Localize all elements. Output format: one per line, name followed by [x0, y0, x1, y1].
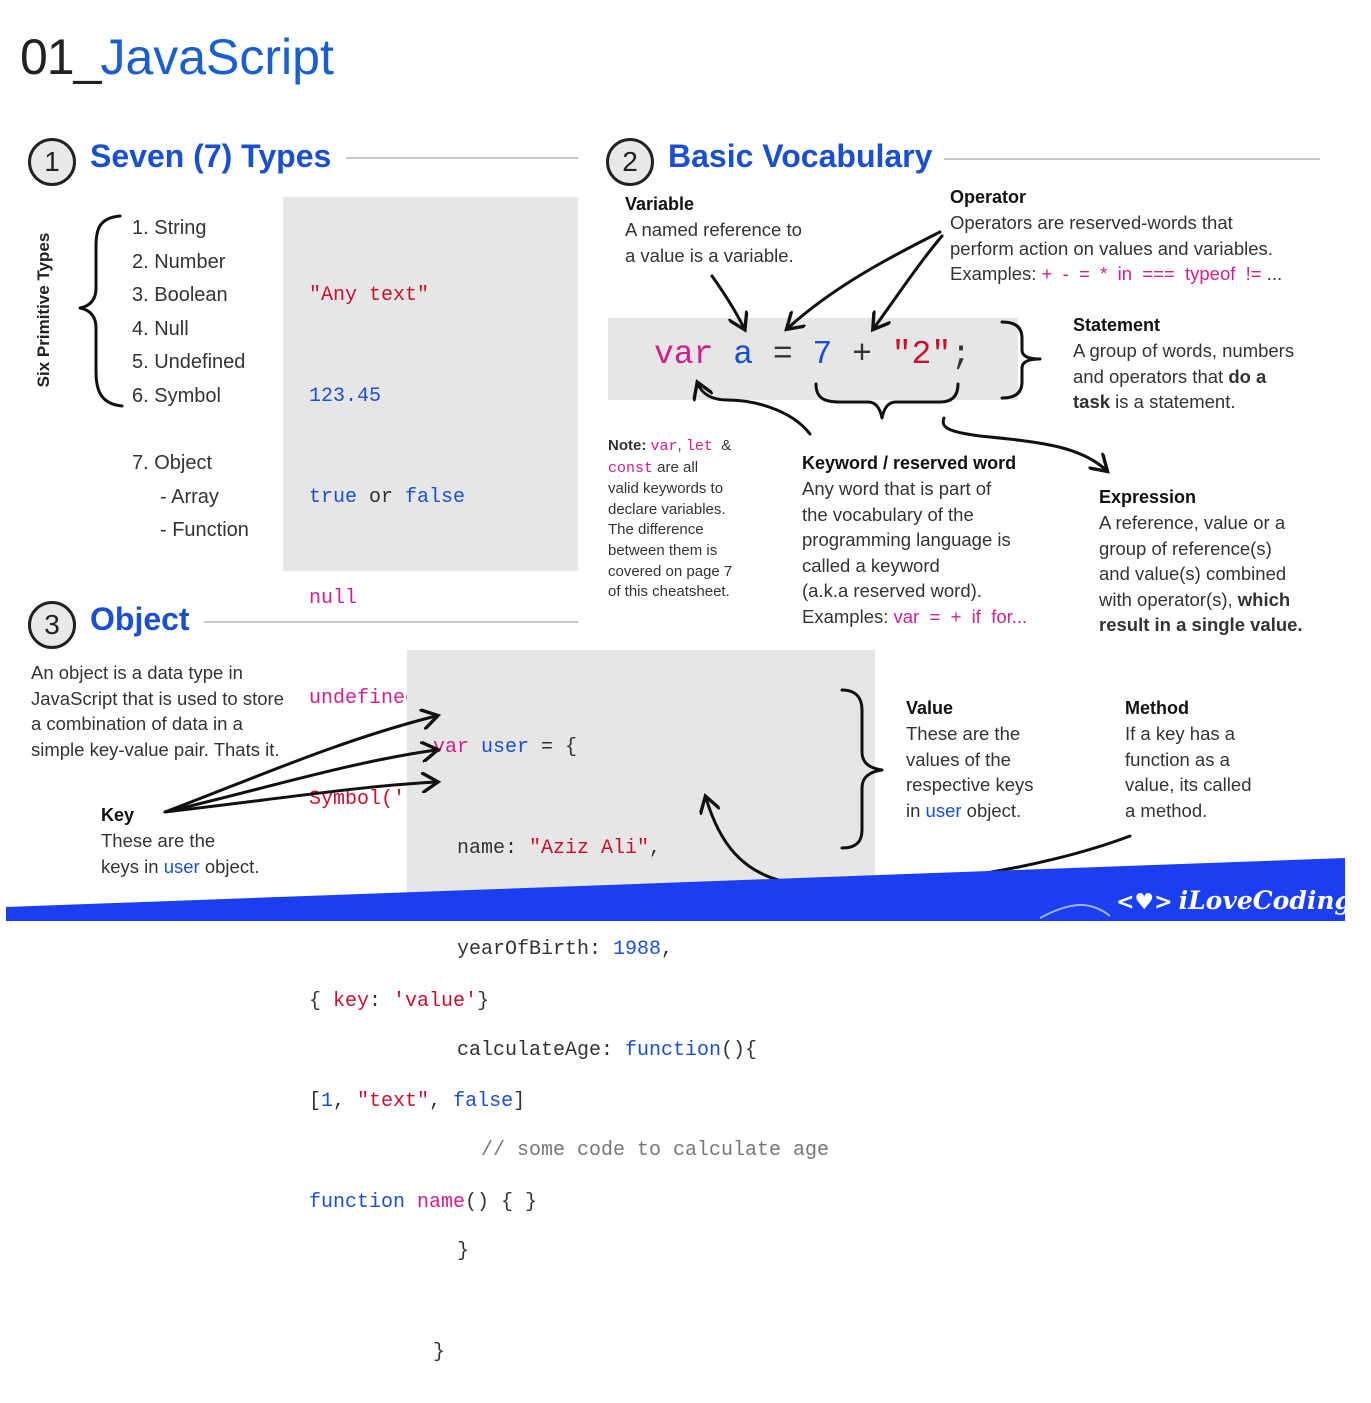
- section-2-number: 2: [606, 138, 654, 186]
- types-list: 1. String 2. Number 3. Boolean 4. Null 5…: [132, 212, 249, 548]
- type-item-object: 7. Object: [132, 452, 213, 475]
- section-3-title: Object: [90, 601, 190, 637]
- operator-definition: Operator Operators are reserved-words th…: [950, 187, 1282, 287]
- object-description: An object is a data type in JavaScript t…: [31, 662, 284, 760]
- example-string: "Any text": [309, 284, 430, 308]
- operator-heading: Operator: [950, 187, 1027, 207]
- key-heading: Key: [101, 805, 135, 825]
- key-arrow-name: [163, 716, 436, 814]
- type-item-boolean: 3. Boolean: [132, 284, 228, 307]
- keyword-heading: Keyword / reserved word: [802, 453, 1017, 473]
- keyword-note: Note: var, let & const are all valid key…: [608, 437, 733, 601]
- type-item-null: 4. Null: [132, 317, 189, 340]
- section-1-title: Seven (7) Types: [90, 138, 332, 174]
- operator-arrow-plus: [874, 234, 944, 328]
- expression-heading: Expression: [1099, 487, 1197, 507]
- operator-examples: Examples: + - = * in === typeof != ...: [950, 263, 1283, 285]
- value-heading: Value: [906, 698, 954, 718]
- value-brace: [840, 688, 884, 850]
- section-2-title: Basic Vocabulary: [668, 138, 933, 174]
- statement-definition: Statement A group of words, numbers and …: [1073, 315, 1295, 413]
- example-null: null: [309, 586, 358, 610]
- keyword-definition: Keyword / reserved word Any word that is…: [802, 453, 1027, 630]
- type-item-array: - Array: [160, 485, 219, 508]
- expression-brace: [814, 382, 960, 420]
- type-item-string: 1. String: [132, 217, 207, 239]
- example-boolean: true or false: [309, 485, 466, 509]
- variable-heading: Variable: [625, 194, 695, 214]
- footer-band: [6, 858, 1345, 921]
- example-undefined: undefined: [309, 687, 418, 711]
- section-2-divider: [944, 158, 1320, 160]
- object-code-panel: [407, 650, 875, 920]
- type-item-symbol: 6. Symbol: [132, 384, 221, 407]
- keyword-examples: Examples: var = + if for...: [802, 605, 1028, 627]
- operator-arrow-eq: [788, 230, 942, 328]
- keyword-arrow: [698, 384, 812, 436]
- section-1-number: 1: [28, 138, 76, 186]
- key-arrow-year: [163, 750, 436, 814]
- footer-brand[interactable]: <♥>iLoveCoding: [1116, 886, 1352, 915]
- method-definition: Method If a key has a function as a valu…: [1125, 698, 1252, 821]
- title-name: JavaScript: [100, 29, 334, 85]
- method-heading: Method: [1125, 698, 1189, 718]
- value-definition: Value These are the values of the respec…: [906, 698, 1034, 821]
- section-3-divider: [204, 621, 578, 623]
- section-3-number: 3: [28, 601, 76, 649]
- title-number: 01_: [20, 29, 101, 85]
- page-title: 01_JavaScript: [20, 28, 334, 86]
- brand-name: iLoveCoding: [1178, 886, 1352, 915]
- types-example-panel: [283, 197, 578, 571]
- variable-arrow: [710, 274, 744, 328]
- type-item-function: - Function: [160, 519, 249, 542]
- primitive-types-brace: [78, 214, 124, 408]
- key-arrow-calc: [163, 782, 436, 814]
- expression-definition: Expression A reference, value or a group…: [1099, 487, 1303, 636]
- statement-code: var a = 7 + "2";: [654, 336, 971, 373]
- type-item-undefined: 5. Undefined: [132, 351, 246, 374]
- annotation-layer: [6, 214, 1345, 921]
- type-item-number: 2. Number: [132, 250, 226, 273]
- key-definition: Key These are the keys in user object.: [101, 805, 260, 877]
- statement-heading: Statement: [1073, 315, 1161, 335]
- variable-definition: Variable A named reference to a value is…: [625, 194, 802, 266]
- section-1-divider: [346, 157, 578, 159]
- statement-brace: [1000, 320, 1042, 400]
- expression-arrow: [941, 416, 1106, 470]
- statement-code-panel: [608, 318, 1018, 400]
- brand-heart-icon: <♥>: [1116, 890, 1173, 915]
- example-number: 123.45: [309, 384, 382, 408]
- footer-wave: [1039, 903, 1111, 919]
